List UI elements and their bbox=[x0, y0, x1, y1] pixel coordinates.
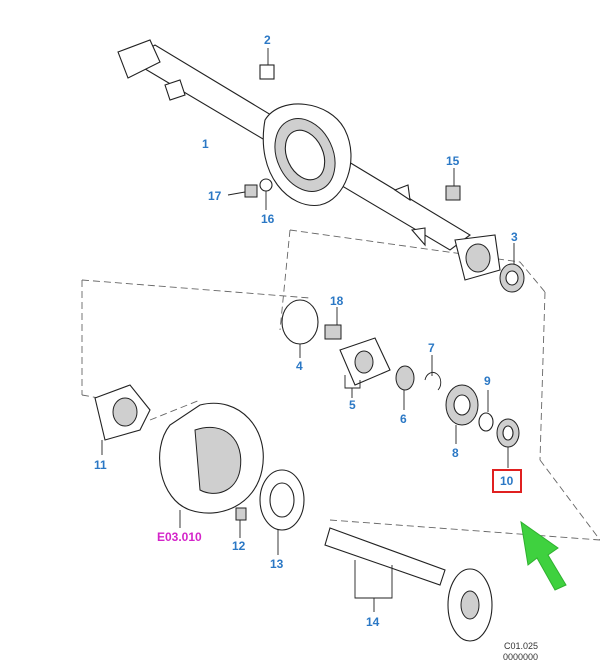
bearing-part bbox=[445, 384, 479, 444]
gasket-part bbox=[281, 299, 319, 358]
circlip-part bbox=[424, 355, 442, 391]
callout-5: 5 bbox=[349, 398, 356, 412]
spacer-ring-part bbox=[478, 390, 494, 432]
filler-plug-part bbox=[445, 168, 461, 201]
callout-17: 17 bbox=[208, 189, 222, 203]
callout-3: 3 bbox=[511, 230, 518, 244]
green-pointer-arrow bbox=[520, 520, 567, 591]
callout-12: 12 bbox=[232, 539, 246, 553]
half-shaft-part bbox=[324, 527, 493, 642]
oil-seal-part bbox=[499, 243, 525, 293]
brake-gasket-part bbox=[259, 469, 305, 555]
bolt-part bbox=[324, 307, 342, 340]
callout-1: 1 bbox=[202, 137, 209, 151]
callout-13: 13 bbox=[270, 557, 284, 571]
callout-labels: 1 2 3 4 5 6 7 8 9 10 11 12 13 14 15 16 1… bbox=[94, 33, 518, 629]
callout-15: 15 bbox=[446, 154, 460, 168]
highlight-box bbox=[492, 469, 522, 493]
callout-8: 8 bbox=[452, 446, 459, 460]
breather-part bbox=[259, 48, 275, 80]
inner-seal-part bbox=[496, 418, 520, 468]
retainer-plate-part bbox=[339, 337, 391, 398]
callout-18: 18 bbox=[330, 294, 344, 308]
figure-code-line1: C01.025 bbox=[504, 641, 538, 651]
callout-4: 4 bbox=[296, 359, 303, 373]
wheel-stud-part bbox=[235, 507, 247, 538]
callout-9: 9 bbox=[484, 374, 491, 388]
figure-code-line2: 0000000 bbox=[503, 652, 538, 662]
callout-14: 14 bbox=[366, 615, 380, 629]
callout-11: 11 bbox=[94, 458, 107, 472]
axle-flange-part bbox=[94, 384, 151, 455]
callout-10: 10 bbox=[500, 474, 514, 488]
lock-nut-part bbox=[395, 365, 415, 410]
brake-backplate-part bbox=[159, 402, 264, 528]
callout-6: 6 bbox=[400, 412, 407, 426]
cross-reference-label[interactable]: E03.010 bbox=[157, 530, 202, 544]
axle-housing bbox=[117, 39, 501, 281]
callout-2: 2 bbox=[264, 33, 271, 47]
callout-7: 7 bbox=[428, 341, 435, 355]
assembly-guide-lines bbox=[81, 229, 600, 541]
drain-plug-part bbox=[227, 178, 273, 210]
callout-16: 16 bbox=[261, 212, 275, 226]
